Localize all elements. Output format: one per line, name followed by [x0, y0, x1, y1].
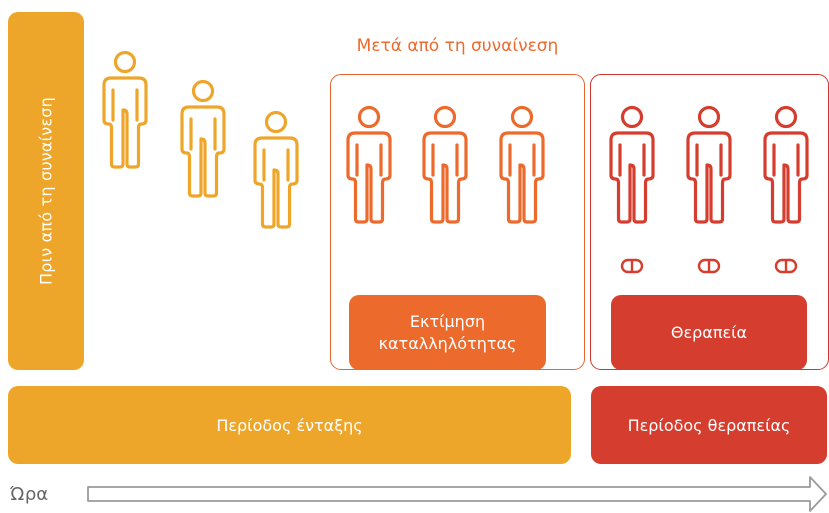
onboarding-period-bar: Περίοδος ένταξης [8, 386, 571, 464]
person-icon [253, 110, 299, 229]
time-label: Ώρα [10, 484, 49, 505]
person-icon [422, 105, 468, 224]
person-icon [499, 105, 545, 224]
person-icon [346, 105, 392, 224]
treatment-box: Θεραπεία [611, 295, 807, 370]
treatment-label: Θεραπεία [670, 322, 748, 342]
person-icon [102, 50, 148, 169]
person-icon [763, 105, 809, 224]
pill-icon [774, 258, 798, 274]
pill-icon [697, 258, 721, 274]
before-consent-bar: Πριν από τη συναίνεση [8, 12, 84, 370]
onboarding-period-label: Περίοδος ένταξης [216, 415, 363, 435]
eligibility-label: Εκτίμηση καταλληλότητας [378, 311, 517, 353]
pill-icon [620, 258, 644, 274]
person-icon [686, 105, 732, 224]
time-arrow-icon [87, 476, 827, 512]
person-icon [609, 105, 655, 224]
treatment-period-label: Περίοδος θεραπείας [627, 415, 791, 435]
person-icon [180, 79, 226, 198]
eligibility-box: Εκτίμηση καταλληλότητας [349, 295, 546, 370]
treatment-period-bar: Περίοδος θεραπείας [591, 386, 827, 464]
after-consent-title: Μετά από τη συναίνεση [356, 36, 559, 56]
